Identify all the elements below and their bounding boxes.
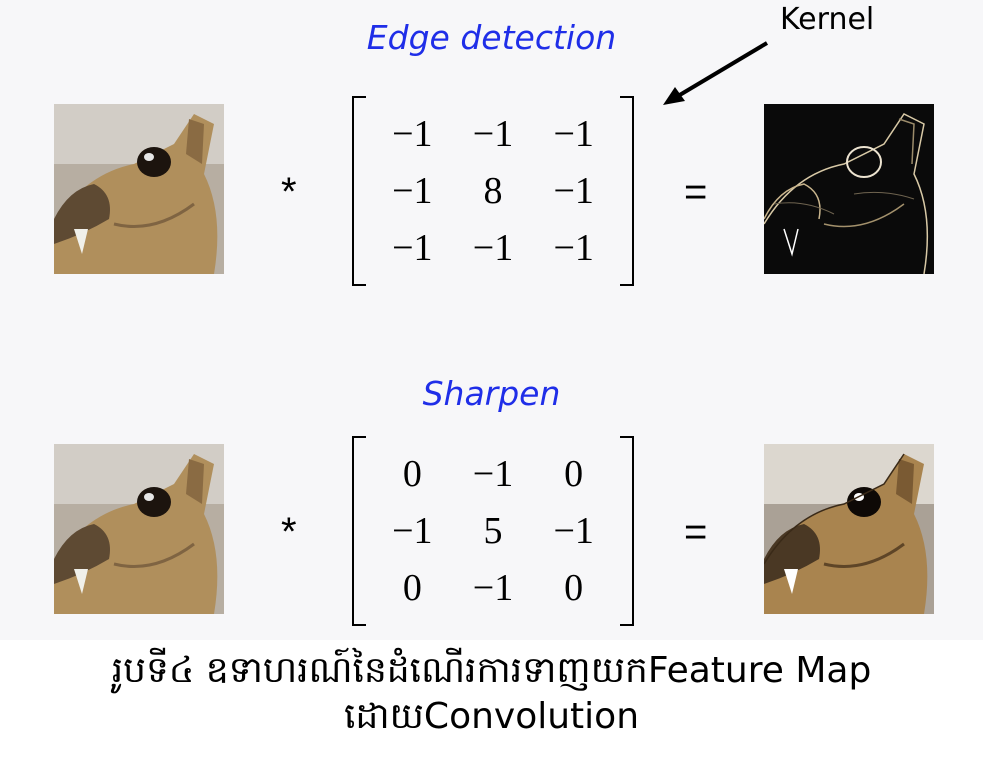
input-photo-sharpen <box>54 444 224 614</box>
kernel-cell: 5 <box>483 509 503 552</box>
kernel-cell: −1 <box>392 226 433 269</box>
kernel-cell: −1 <box>472 566 514 609</box>
left-bracket <box>352 96 366 286</box>
kernel-cell: −1 <box>472 226 514 269</box>
caption-line-2: ដោយConvolution <box>343 696 640 737</box>
kernel-cell: 0 <box>402 566 422 609</box>
input-photo-edge <box>54 104 224 274</box>
output-sharpened-photo <box>764 444 934 614</box>
equals-sign: = <box>684 170 708 214</box>
kernel-cell: 0 <box>402 453 422 496</box>
figure-caption: រូបទី៤ ឧទាហរណ៍នៃដំណើរការទាញយកFeature Map… <box>0 648 983 740</box>
kernel-cell: −1 <box>392 509 433 552</box>
sharpen-kernel-matrix: 0 −1 0 −1 5 −1 0 −1 0 <box>352 436 634 626</box>
left-bracket <box>352 436 366 626</box>
right-bracket <box>620 96 634 286</box>
convolution-operator: * <box>281 170 297 214</box>
kernel-cell: −1 <box>553 113 594 156</box>
kernel-cell: −1 <box>472 113 514 156</box>
kernel-label: Kernel <box>780 2 875 37</box>
kernel-cell: −1 <box>553 169 594 212</box>
kernel-cell: 0 <box>564 453 584 496</box>
kernel-cell: −1 <box>553 226 594 269</box>
caption-line-1: រូបទី៤ ឧទាហរណ៍នៃដំណើរការទាញយកFeature Map <box>111 650 872 691</box>
kernel-cell: 8 <box>483 169 503 212</box>
figure-panel: Edge detection Kernel * −1 −1 −1 −1 8 −1 <box>54 2 934 626</box>
sharpen-title: Sharpen <box>422 374 561 413</box>
convolution-operator: * <box>281 510 297 554</box>
equals-sign: = <box>684 510 708 554</box>
kernel-cell: −1 <box>553 509 594 552</box>
edge-detection-title: Edge detection <box>366 18 617 57</box>
kernel-cell: −1 <box>472 453 514 496</box>
edge-kernel-matrix: −1 −1 −1 −1 8 −1 −1 −1 −1 <box>352 96 634 286</box>
kernel-cell: −1 <box>392 113 433 156</box>
output-edge-map <box>764 104 934 274</box>
kernel-cell: −1 <box>392 169 433 212</box>
right-bracket <box>620 436 634 626</box>
kernel-cell: 0 <box>564 566 584 609</box>
kernel-arrow-icon <box>663 41 769 105</box>
